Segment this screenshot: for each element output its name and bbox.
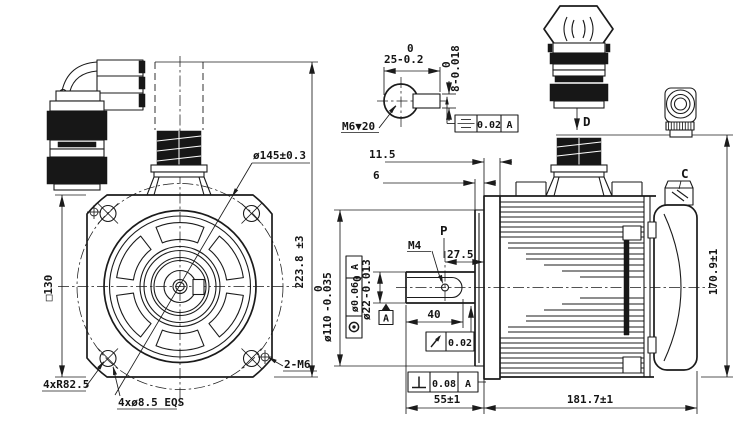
spigot-dia-nominal: ø110: [321, 316, 334, 343]
bolt-circle: [76, 183, 284, 390]
shaft-tap-label: M6▼20: [342, 120, 375, 133]
key-length-nominal: 25: [384, 53, 397, 66]
dim-spigot-dia: ø110 -0.035 0: [312, 209, 480, 367]
front-cable-gland: [146, 130, 212, 196]
spigot-dia-upper: 0: [312, 285, 325, 292]
datum-a-flag: A: [378, 303, 394, 326]
overall-height-label: 223.8 ±3: [293, 236, 306, 289]
dim-shaft-length: 55±1: [405, 305, 485, 414]
spigot-offset-label: 6: [373, 169, 380, 182]
key-width-lower: -0.018: [449, 45, 462, 85]
dim-6: 6: [373, 169, 496, 212]
cooling-fins: [500, 201, 644, 374]
perpendicularity-value: 0.08: [432, 379, 456, 390]
shaft-dia-lower: -0.013: [360, 259, 373, 299]
motor-body-side: [500, 181, 656, 378]
shaft-end-detail: 25 -0.2 0 8 -0.018 0 M6▼20: [341, 42, 519, 133]
flange-size-label: □130: [42, 275, 55, 302]
side-view: 11.5 6 P M4 27.5 ø110: [312, 108, 733, 414]
datum-letter: A: [383, 314, 389, 325]
connector-d-receptacle: [545, 137, 613, 197]
hidden-mating-connector: [154, 62, 204, 130]
spigot-and-flange: [474, 195, 501, 380]
perpendicularity-tolerance-frame: 0.08 A: [407, 371, 486, 393]
concentricity-value: ø0.06: [350, 282, 361, 312]
front-centerlines: [58, 56, 304, 404]
perpendicularity-datum: A: [465, 379, 471, 390]
corner-radius-label: 4xR82.5: [43, 378, 89, 391]
key-length-lower: -0.2: [397, 53, 424, 66]
front-offset-label: 11.5: [369, 148, 396, 161]
key-section: [412, 93, 441, 109]
dim-eyebolt-holes: 2-M6: [268, 357, 317, 372]
shaft-length-label: 55±1: [434, 393, 461, 406]
body-length-label: 181.7±1: [567, 393, 614, 406]
dim-shaft-dia: ø22 -0.013 0: [351, 259, 406, 320]
symmetry-value: 0.02: [477, 120, 501, 131]
symmetry-datum: A: [506, 120, 512, 131]
plug-connector-d: [543, 5, 614, 109]
shaft-keyway-front: [172, 278, 205, 296]
dim-flange-size: □130: [42, 194, 86, 378]
dim-key-width: 8 -0.018 0: [440, 45, 462, 121]
body-height-label: 170.9±1: [707, 248, 720, 295]
position-marks: [87, 205, 272, 364]
dim-body-length: 181.7±1: [484, 371, 698, 414]
key-position-label: 27.5: [447, 248, 474, 261]
m4-label: M4: [408, 239, 422, 252]
dim-m4: M4: [407, 239, 443, 284]
flange-mounting-holes: [97, 203, 262, 369]
dim-40: 40: [406, 299, 464, 328]
connector-c-receptacle: [664, 180, 694, 206]
dim-overall-height: 223.8 ±3: [155, 61, 318, 378]
dim-mounting-holes: 4xø8.5 EQS: [112, 366, 184, 410]
label-connector-c: C: [678, 166, 689, 190]
symmetry-tolerance-frame: 0.02 A: [445, 96, 519, 133]
keyway-length-label: 40: [427, 308, 440, 321]
dim-key-length: 25 -0.2 0: [383, 42, 441, 95]
round-connector-c: [664, 87, 697, 138]
label-connector-d: D: [574, 108, 591, 130]
dim-corner-radius: 4xR82.5: [42, 361, 105, 392]
dim-11-5: 11.5: [369, 148, 512, 198]
spigot-dia-lower: -0.035: [321, 272, 334, 312]
concentricity-tolerance-frame: ø0.06 A: [345, 255, 363, 339]
runout-tolerance-frame: 0.02: [425, 306, 475, 352]
mounting-holes-label: 4xø8.5 EQS: [118, 396, 184, 409]
key-width-upper: 0: [440, 61, 453, 68]
key-width-nominal: 8: [449, 85, 462, 92]
dim-shaft-tap: M6▼20: [341, 105, 397, 133]
concentricity-datum: A: [350, 264, 361, 270]
shaft-side: [405, 271, 475, 304]
runout-icon: [430, 335, 441, 348]
symmetry-icon: [457, 119, 475, 128]
concentricity-icon: [348, 321, 360, 333]
eyebolt-holes-label: 2-M6: [284, 358, 311, 371]
dim-27-5: 27.5: [444, 248, 484, 303]
dim-bolt-circle: ø145±0.3: [114, 149, 310, 396]
elbow-connector: [46, 59, 146, 191]
d-label: D: [583, 114, 591, 129]
c-label: C: [681, 166, 689, 181]
runout-value: 0.02: [448, 338, 472, 349]
front-view: 223.8 ±3 □130 ø145±0.3 4xR82.5 4xø8.5 EQ…: [42, 56, 318, 410]
shaft-dia-nominal: ø22: [360, 300, 373, 320]
dim-body-height: 170.9±1: [701, 135, 733, 378]
shaft-dia-upper: 0: [351, 275, 364, 282]
datum-triangle-icon: [381, 303, 391, 311]
bolt-circle-label: ø145±0.3: [253, 149, 306, 162]
perpendicularity-icon: [412, 376, 426, 389]
p-label: P: [440, 223, 448, 238]
key-length-upper: 0: [407, 42, 414, 55]
label-p: P: [440, 223, 448, 258]
